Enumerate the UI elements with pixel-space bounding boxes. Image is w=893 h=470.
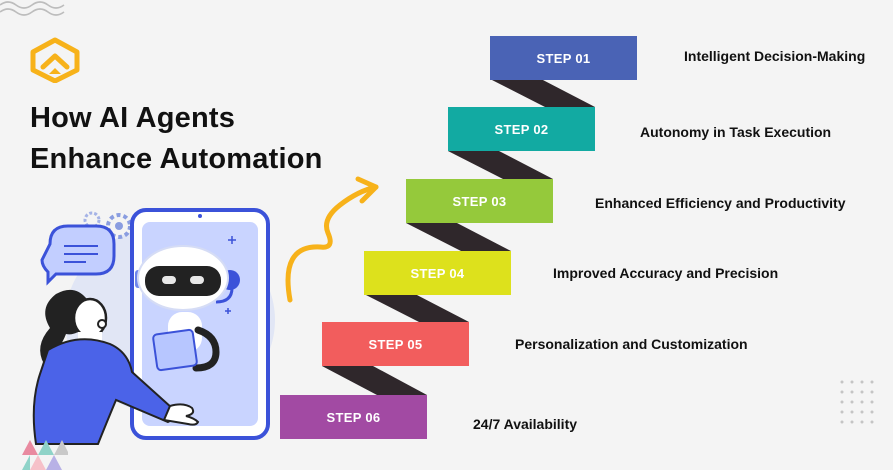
title-line-2: Enhance Automation: [30, 143, 323, 175]
step-description-1: Intelligent Decision-Making: [684, 48, 866, 64]
step-label-4: STEP 04: [410, 265, 465, 281]
step-label-5: STEP 05: [368, 336, 423, 352]
step-description-4: Improved Accuracy and Precision: [553, 265, 779, 281]
step-description-5: Personalization and Customization: [515, 336, 748, 352]
step-label-2: STEP 02: [494, 121, 549, 137]
step-label-1: STEP 01: [536, 50, 591, 66]
page-title: How AI Agents Enhance Automation: [30, 98, 323, 180]
triangle-pattern-decoration: [22, 440, 68, 470]
robot-icon: [135, 245, 240, 372]
person-figure: [32, 289, 200, 445]
step-box-5: STEP 05: [322, 322, 469, 366]
step-label-6: STEP 06: [326, 409, 381, 425]
dot-grid-decoration: [840, 380, 874, 424]
step-box-4: STEP 04: [364, 251, 511, 295]
wave-decoration: [0, 1, 65, 16]
step-box-2: STEP 02: [448, 107, 595, 151]
step-label-3: STEP 03: [452, 193, 507, 209]
logo-icon: [30, 37, 80, 83]
curved-arrow-icon: [285, 176, 379, 303]
step-box-1: STEP 01: [490, 36, 637, 80]
step-box-3: STEP 03: [406, 179, 553, 223]
title-line-1: How AI Agents: [30, 102, 236, 134]
ai-agent-illustration: [32, 208, 275, 445]
step-description-3: Enhanced Efficiency and Productivity: [595, 195, 846, 211]
chat-bubble-icon: [40, 224, 116, 286]
step-description-2: Autonomy in Task Execution: [640, 124, 832, 140]
step-box-6: STEP 06: [280, 395, 427, 439]
step-description-6: 24/7 Availability: [473, 416, 578, 432]
